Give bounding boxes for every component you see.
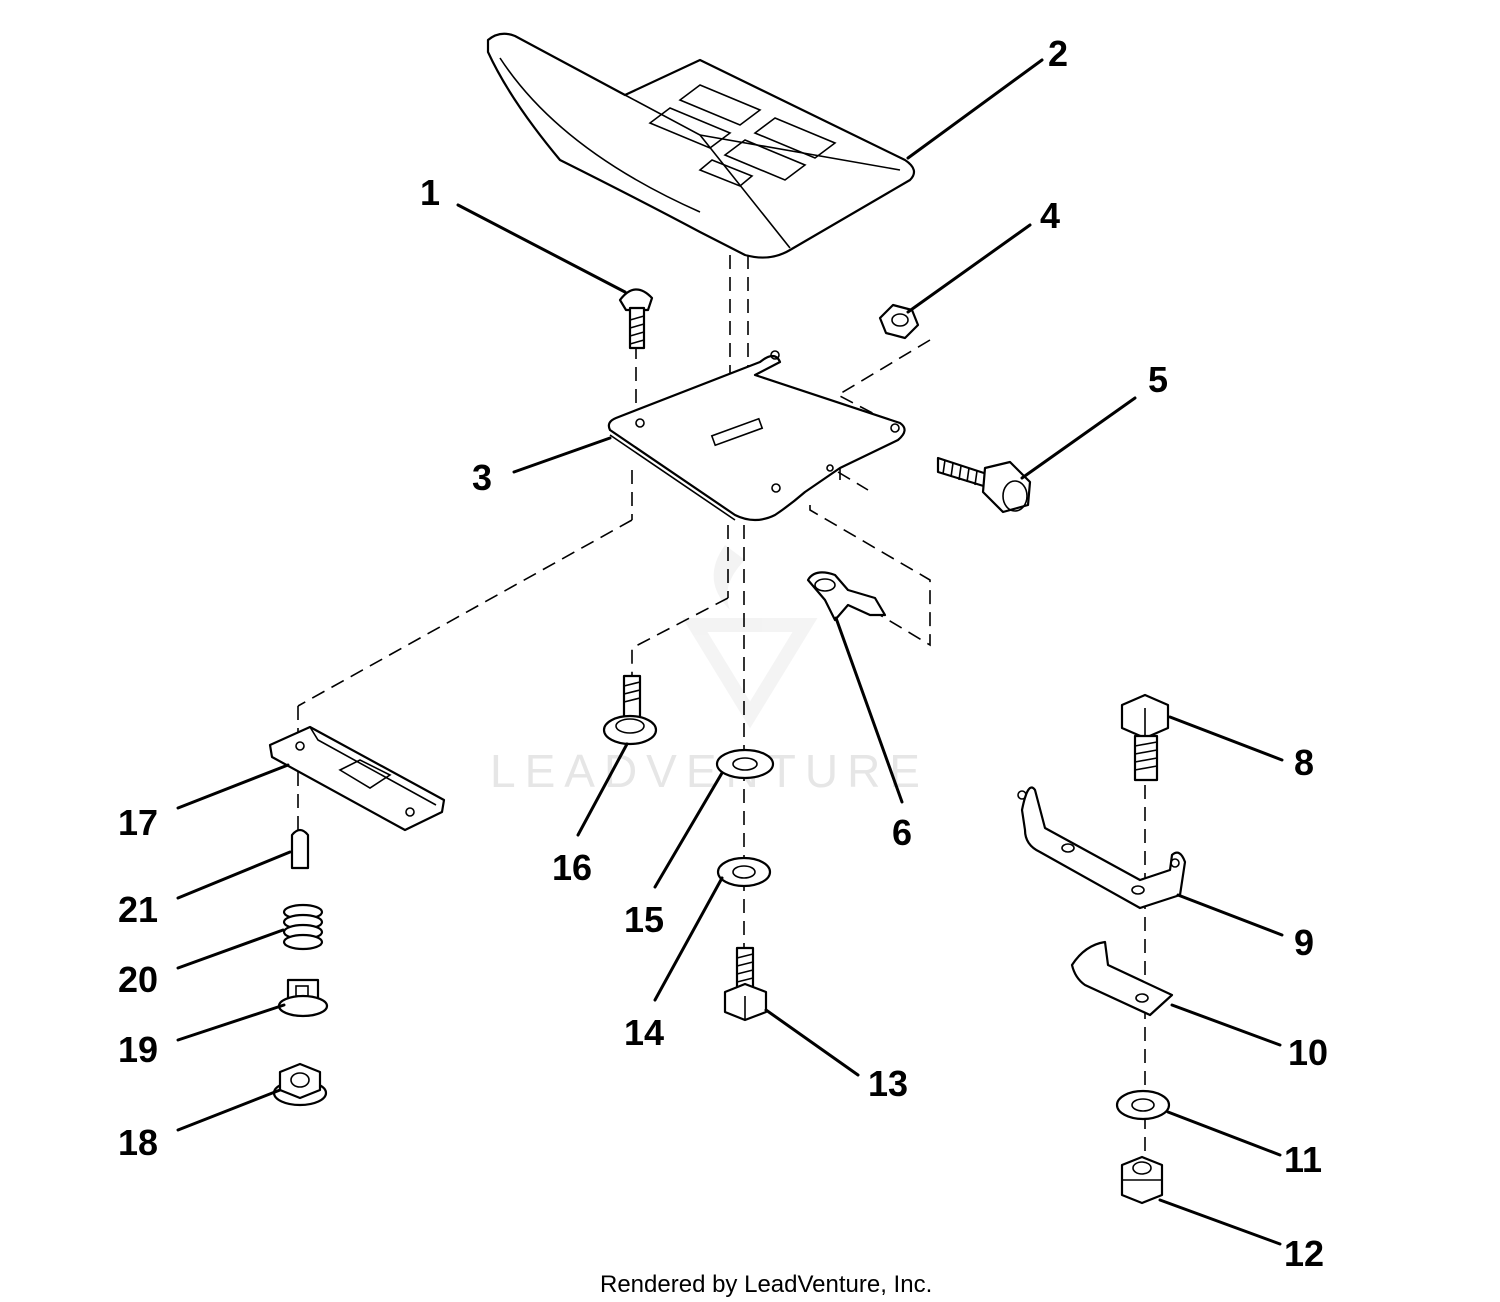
label-part-19: 19: [118, 1029, 158, 1070]
label-part-8: 8: [1294, 742, 1314, 783]
label-part-9: 9: [1294, 922, 1314, 963]
label-part-4: 4: [1040, 195, 1060, 236]
part-16-shoulder-bolt: [602, 674, 658, 746]
leader-lines: [176, 58, 1284, 1246]
part-6-clip: [806, 571, 887, 622]
credit-text: Rendered by LeadVenture, Inc.: [600, 1271, 932, 1298]
label-part-20: 20: [118, 959, 158, 1000]
label-part-21: 21: [118, 889, 158, 930]
part-3-seat-bracket: [607, 350, 906, 522]
part-9-bracket: [1017, 786, 1187, 910]
label-part-1: 1: [420, 172, 440, 213]
part-10-clamp: [1070, 940, 1174, 1017]
part-14-lock-washer: [716, 856, 772, 888]
label-part-14: 14: [624, 1012, 664, 1053]
label-part-15: 15: [624, 899, 664, 940]
label-part-11: 11: [1284, 1139, 1322, 1180]
label-part-17: 17: [118, 802, 158, 843]
part-15-washer: [715, 748, 775, 780]
watermark-text: LEADVENTURE: [490, 745, 929, 797]
label-part-6: 6: [892, 812, 912, 853]
part-labels: 2 1 4 5 3 6 8 9 10 11 12 13 14 15 16 17 …: [118, 33, 1328, 1274]
label-part-18: 18: [118, 1122, 158, 1163]
part-19-flange-bushing: [277, 978, 329, 1018]
part-11-washer: [1115, 1089, 1171, 1121]
part-2-seat: [486, 32, 916, 259]
part-17-slide-plate: [268, 725, 446, 832]
label-part-10: 10: [1288, 1032, 1328, 1073]
watermark-logo: [682, 545, 818, 729]
part-18-flange-nut: [272, 1062, 328, 1107]
label-part-16: 16: [552, 847, 592, 888]
part-21-pin: [290, 828, 310, 870]
part-13-hex-bolt: [723, 946, 768, 1022]
label-part-3: 3: [472, 457, 492, 498]
part-1-carriage-bolt: [618, 288, 654, 350]
label-part-2: 2: [1048, 33, 1068, 74]
label-part-12: 12: [1284, 1233, 1324, 1274]
part-5-hex-bolt: [936, 456, 1032, 514]
label-part-13: 13: [868, 1063, 908, 1104]
part-20-spring: [282, 903, 324, 951]
part-12-lock-nut: [1120, 1155, 1164, 1205]
part-8-hex-bolt: [1120, 693, 1170, 782]
label-part-5: 5: [1148, 359, 1168, 400]
